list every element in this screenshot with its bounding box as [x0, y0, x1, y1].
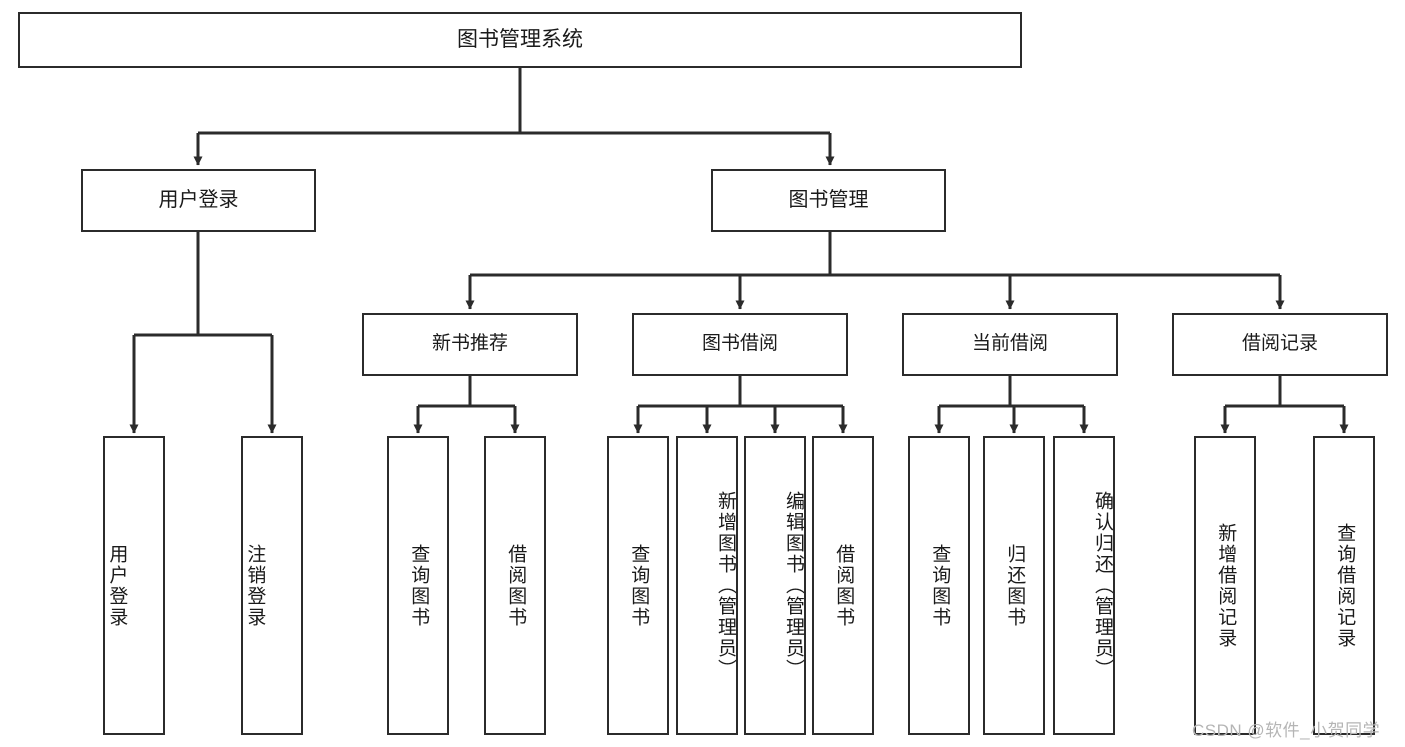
node-current-borrow-label: 当前借阅: [971, 333, 1048, 355]
node-user-login-label: 用户登录: [158, 188, 239, 211]
leaf-query-book-current[interactable]: 查询图书: [908, 436, 970, 735]
leaf-logout[interactable]: 注销登录: [241, 436, 303, 735]
node-book-management-label: 图书管理: [788, 188, 869, 211]
node-root[interactable]: 图书管理系统: [18, 12, 1022, 68]
node-new-book-recommend[interactable]: 新书推荐: [362, 313, 578, 376]
node-book-management[interactable]: 图书管理: [711, 169, 946, 232]
watermark: CSDN @软件_小贺同学: [1192, 721, 1381, 740]
leaf-edit-book-admin[interactable]: 编辑图书（管理员）: [744, 436, 806, 735]
node-user-login[interactable]: 用户登录: [81, 169, 316, 232]
leaf-query-book-borrow[interactable]: 查询图书: [607, 436, 669, 735]
node-book-borrow[interactable]: 图书借阅: [632, 313, 848, 376]
leaf-confirm-return-admin[interactable]: 确认归还（管理员）: [1053, 436, 1115, 735]
leaf-add-book-admin[interactable]: 新增图书（管理员）: [676, 436, 738, 735]
node-borrow-record-label: 借阅记录: [1241, 333, 1318, 355]
node-new-book-recommend-label: 新书推荐: [431, 333, 508, 355]
leaf-borrow-book[interactable]: 借阅图书: [812, 436, 874, 735]
node-borrow-record[interactable]: 借阅记录: [1172, 313, 1388, 376]
leaf-add-borrow-record[interactable]: 新增借阅记录: [1194, 436, 1256, 735]
leaf-user-login[interactable]: 用户登录: [103, 436, 165, 735]
node-root-label: 图书管理系统: [457, 27, 583, 51]
leaf-return-book[interactable]: 归还图书: [983, 436, 1045, 735]
leaf-query-borrow-record[interactable]: 查询借阅记录: [1313, 436, 1375, 735]
leaf-borrow-book-recommend[interactable]: 借阅图书: [484, 436, 546, 735]
node-current-borrow[interactable]: 当前借阅: [902, 313, 1118, 376]
leaf-query-book-recommend[interactable]: 查询图书: [387, 436, 449, 735]
node-book-borrow-label: 图书借阅: [701, 333, 778, 355]
